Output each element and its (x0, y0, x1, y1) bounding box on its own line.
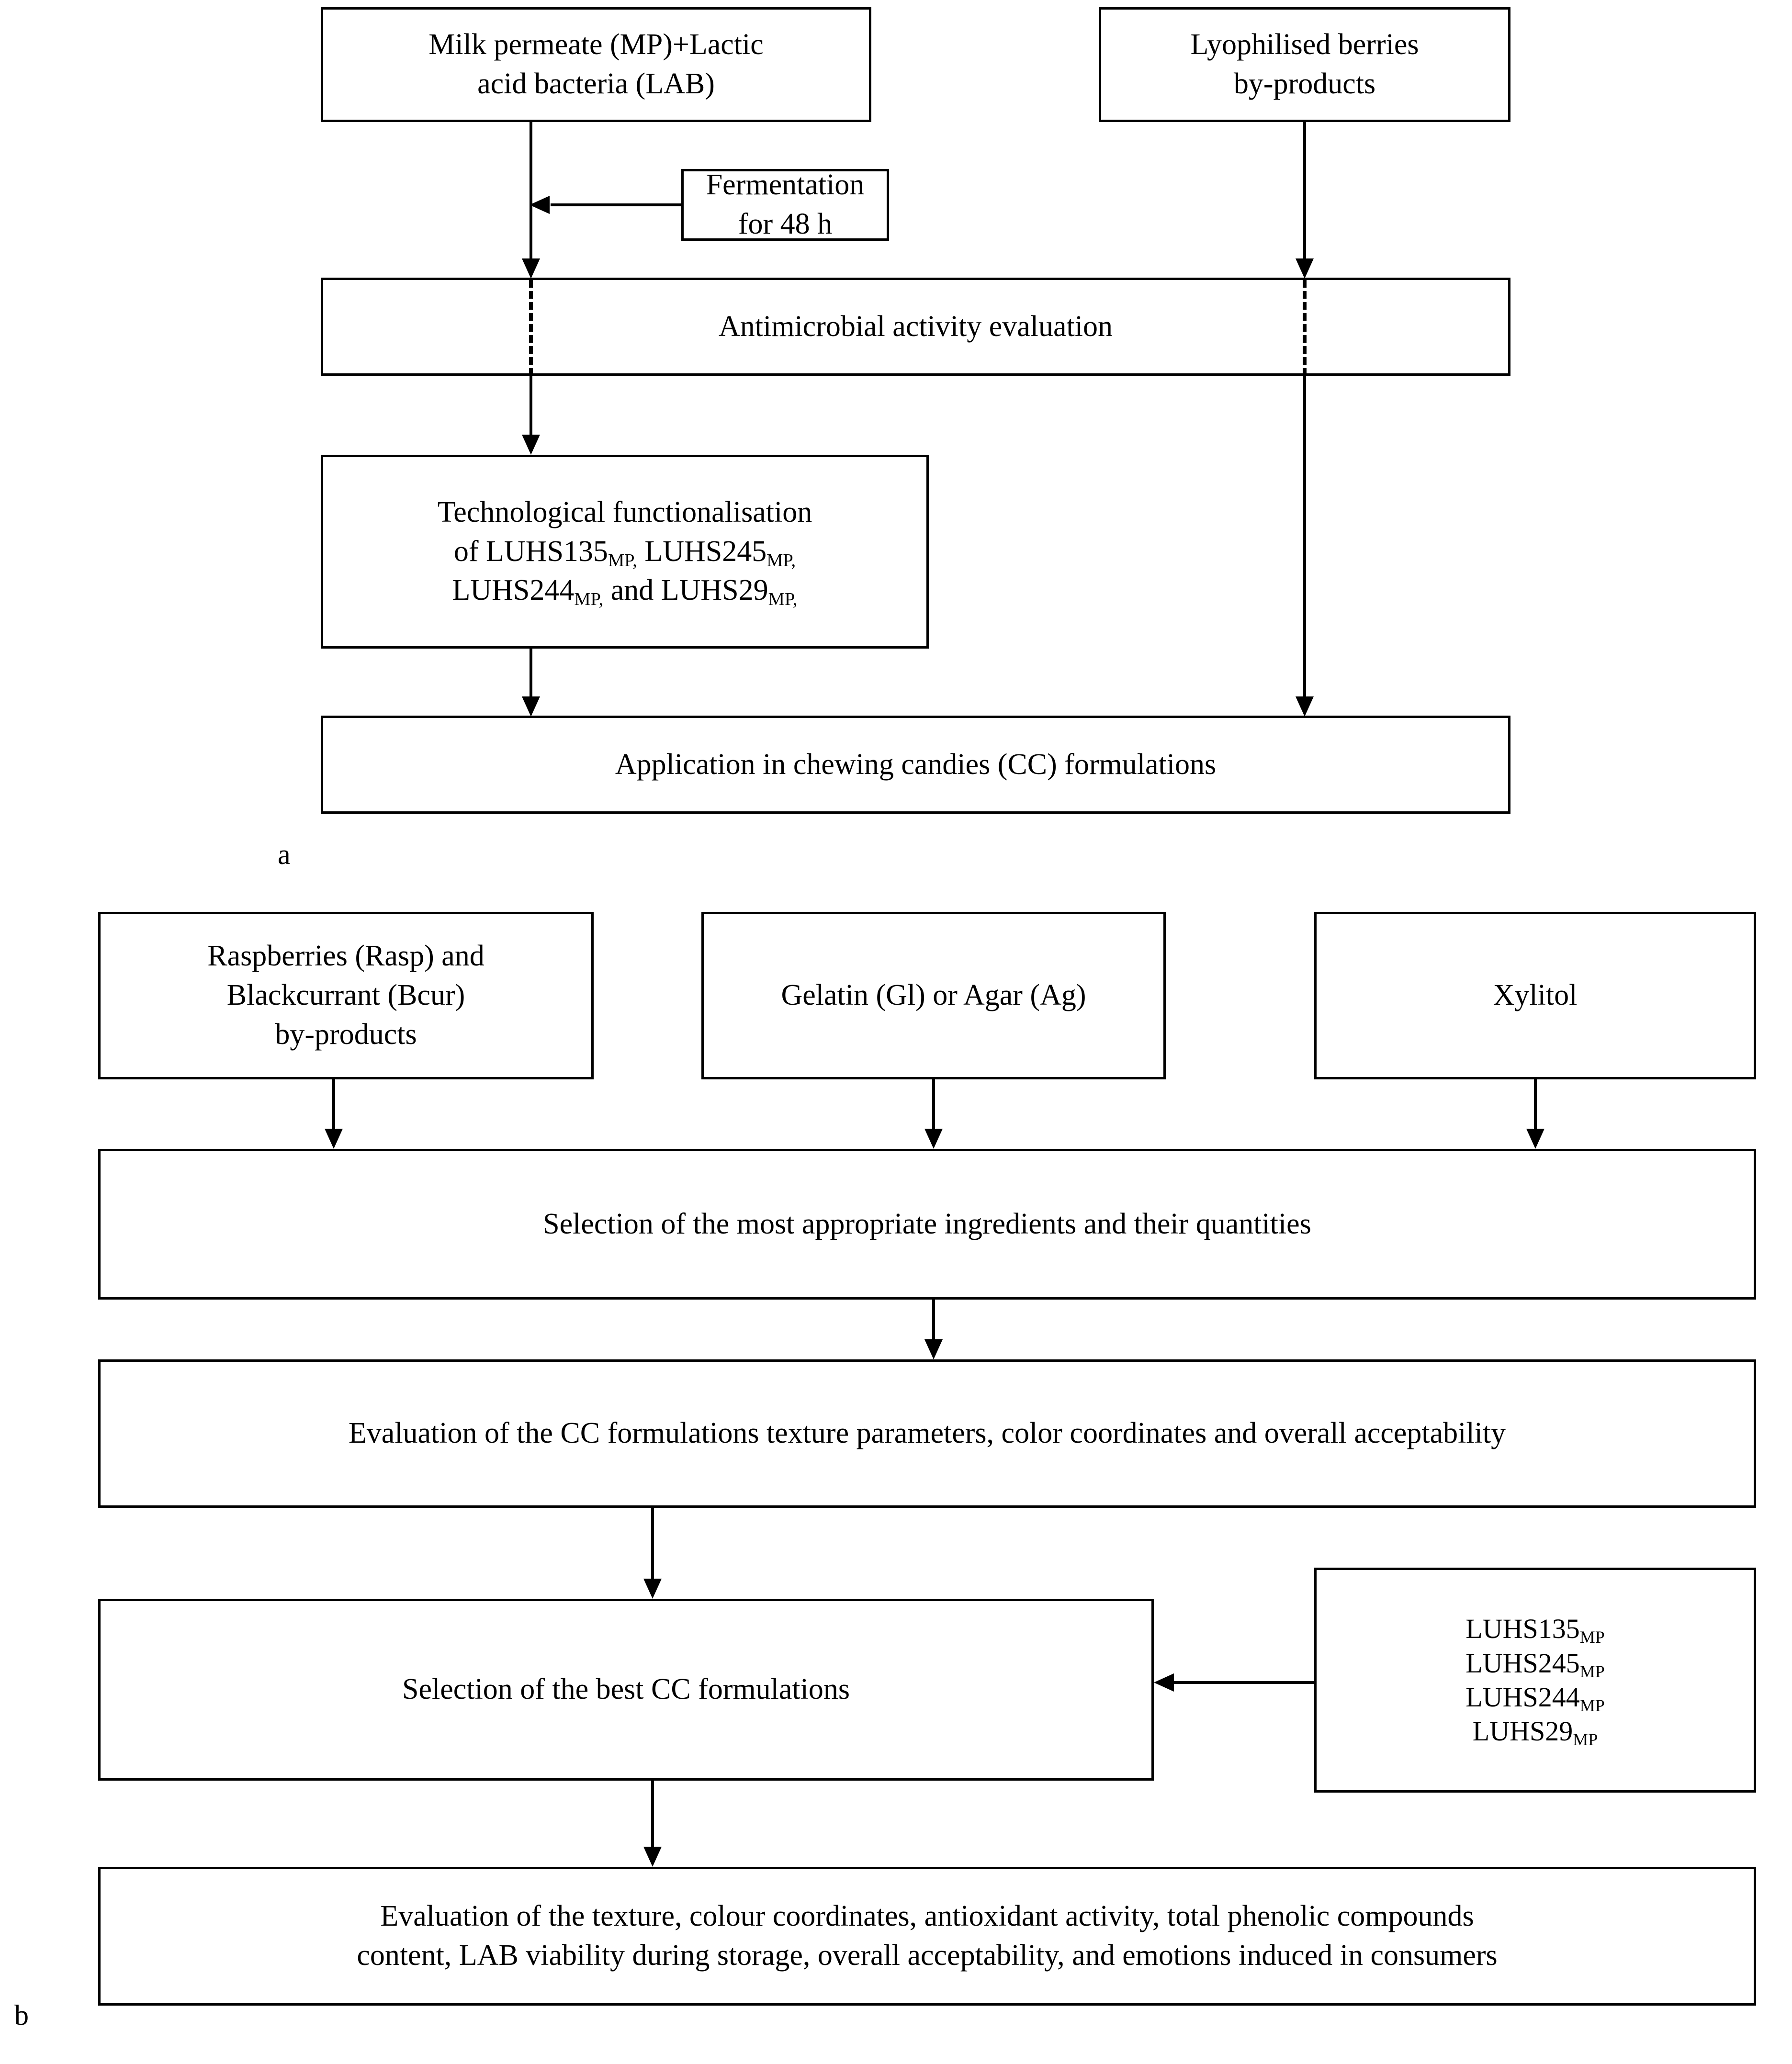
tech-l2b: LUHS245 (637, 535, 767, 568)
connector-lyophilised-to-antimicrobial (1303, 122, 1306, 261)
luhs-row4-sub: MP (1573, 1730, 1598, 1750)
luhs-row1-sub: MP (1579, 1627, 1605, 1647)
node-technological-line2: of LUHS135MP, LUHS245MP, (330, 532, 920, 572)
connector-berries-to-selection (332, 1079, 335, 1132)
node-selection-ingredients-line1: Selection of the most appropriate ingred… (543, 1207, 1311, 1240)
node-final-evaluation-line2: content, LAB viability during storage, o… (357, 1939, 1498, 1972)
tech-l2-sub-b: MP, (766, 550, 796, 571)
connector-xylitol-to-selection (1534, 1079, 1537, 1132)
node-technological-line3: LUHS244MP, and LUHS29MP, (330, 571, 920, 610)
node-application-line1: Application in chewing candies (CC) form… (615, 748, 1217, 781)
node-milk-permeate-lab-line1: Milk permeate (MP)+Lactic (428, 28, 764, 61)
arrowhead-lyophilised-to-antimicrobial (1296, 258, 1314, 279)
node-antimicrobial-evaluation-line1: Antimicrobial activity evaluation (719, 310, 1113, 343)
node-luhs-row3: LUHS244MP (1323, 1680, 1747, 1714)
node-fermentation: Fermentation for 48 h (681, 168, 889, 241)
node-final-evaluation: Evaluation of the texture, colour coordi… (98, 1867, 1756, 2006)
luhs-row2-sub: MP (1579, 1661, 1605, 1681)
connector-luhs-to-best-cc (1174, 1681, 1315, 1684)
node-technological-functionalisation: Technological functionalisation of LUHS1… (321, 455, 929, 649)
tech-l3-sub-b: MP, (768, 589, 798, 610)
node-xylitol: Xylitol (1314, 912, 1756, 1079)
connector-best-cc-to-final (651, 1781, 654, 1848)
arrowhead-evaluation-to-best-cc (643, 1579, 662, 1599)
node-lyophilised-berries-line1: Lyophilised berries (1190, 28, 1419, 61)
node-antimicrobial-evaluation: Antimicrobial activity evaluation (321, 278, 1510, 376)
connector-antimicrobial-to-technological (530, 376, 532, 436)
node-evaluation-cc-line1: Evaluation of the CC formulations textur… (348, 1417, 1506, 1450)
node-luhs-strains: LUHS135MP LUHS245MP LUHS244MP LUHS29MP (1314, 1568, 1756, 1793)
node-lyophilised-berries: Lyophilised berries by-products (1099, 7, 1510, 122)
node-berry-byproducts-line1: Raspberries (Rasp) and (207, 940, 485, 973)
tech-l3a: LUHS244 (452, 574, 575, 607)
node-final-evaluation-line1: Evaluation of the texture, colour coordi… (380, 1900, 1474, 1933)
node-evaluation-cc-formulations: Evaluation of the CC formulations textur… (98, 1359, 1756, 1508)
arrowhead-mp-to-antimicrobial (522, 258, 540, 279)
arrowhead-selection-to-evaluation (924, 1339, 943, 1359)
node-berry-byproducts-line2: Blackcurrant (Bcur) (226, 979, 465, 1012)
arrowhead-xylitol-to-selection (1526, 1129, 1544, 1149)
connector-selection-to-evaluation (932, 1300, 935, 1342)
node-luhs-row4: LUHS29MP (1323, 1714, 1747, 1748)
node-berry-byproducts: Raspberries (Rasp) and Blackcurrant (Bcu… (98, 912, 594, 1079)
connector-evaluation-to-best-cc (651, 1508, 654, 1580)
luhs-row2-main: LUHS245 (1465, 1647, 1580, 1679)
tech-l3-sub-a: MP, (574, 589, 604, 610)
node-selection-ingredients: Selection of the most appropriate ingred… (98, 1149, 1756, 1300)
node-selection-best-cc: Selection of the best CC formulations (98, 1599, 1154, 1781)
dashed-passthrough-right (1303, 280, 1307, 376)
node-application-chewing-candies: Application in chewing candies (CC) form… (321, 716, 1510, 814)
panel-label-a: a (278, 839, 291, 870)
node-luhs-row2: LUHS245MP (1323, 1646, 1747, 1680)
node-gelatin-agar: Gelatin (Gl) or Agar (Ag) (701, 912, 1166, 1079)
arrowhead-technological-to-application (522, 696, 540, 717)
connector-fermentation-to-main (551, 203, 682, 206)
arrowhead-berries-to-selection (325, 1129, 343, 1149)
node-berry-byproducts-line3: by-products (275, 1018, 417, 1051)
node-xylitol-line1: Xylitol (1493, 979, 1578, 1012)
tech-l2a: of LUHS135 (453, 535, 608, 568)
node-technological-line1: Technological functionalisation (437, 495, 812, 528)
connector-antimicrobial-to-application-right (1303, 376, 1306, 699)
tech-l2-sub-a: MP, (608, 550, 637, 571)
luhs-row1-main: LUHS135 (1465, 1613, 1580, 1645)
luhs-row3-sub: MP (1579, 1696, 1605, 1716)
panel-label-b: b (14, 1999, 29, 2031)
node-milk-permeate-lab-line2: acid bacteria (LAB) (477, 67, 715, 100)
arrowhead-best-cc-to-final (643, 1847, 662, 1867)
connector-mp-to-antimicrobial (530, 122, 532, 261)
luhs-row3-main: LUHS244 (1465, 1682, 1580, 1713)
node-fermentation-line1: Fermentation for 48 h (706, 168, 865, 240)
connector-technological-to-application (530, 649, 532, 699)
node-milk-permeate-lab: Milk permeate (MP)+Lactic acid bacteria … (321, 7, 871, 122)
luhs-row4-main: LUHS29 (1472, 1716, 1573, 1747)
connector-gelatin-to-selection (932, 1079, 935, 1132)
dashed-passthrough-left (529, 280, 533, 376)
arrowhead-gelatin-to-selection (924, 1129, 943, 1149)
arrowhead-fermentation-to-main (530, 196, 550, 214)
arrowhead-antimicrobial-to-technological (522, 435, 540, 455)
arrowhead-luhs-to-best-cc (1154, 1673, 1174, 1692)
node-gelatin-agar-line1: Gelatin (Gl) or Agar (Ag) (781, 979, 1086, 1012)
arrowhead-antimicrobial-to-application-right (1296, 696, 1314, 717)
node-selection-best-cc-line1: Selection of the best CC formulations (402, 1673, 850, 1706)
node-luhs-row1: LUHS135MP (1323, 1612, 1747, 1646)
tech-l3b: and LUHS29 (603, 574, 768, 607)
node-lyophilised-berries-line2: by-products (1233, 67, 1376, 100)
